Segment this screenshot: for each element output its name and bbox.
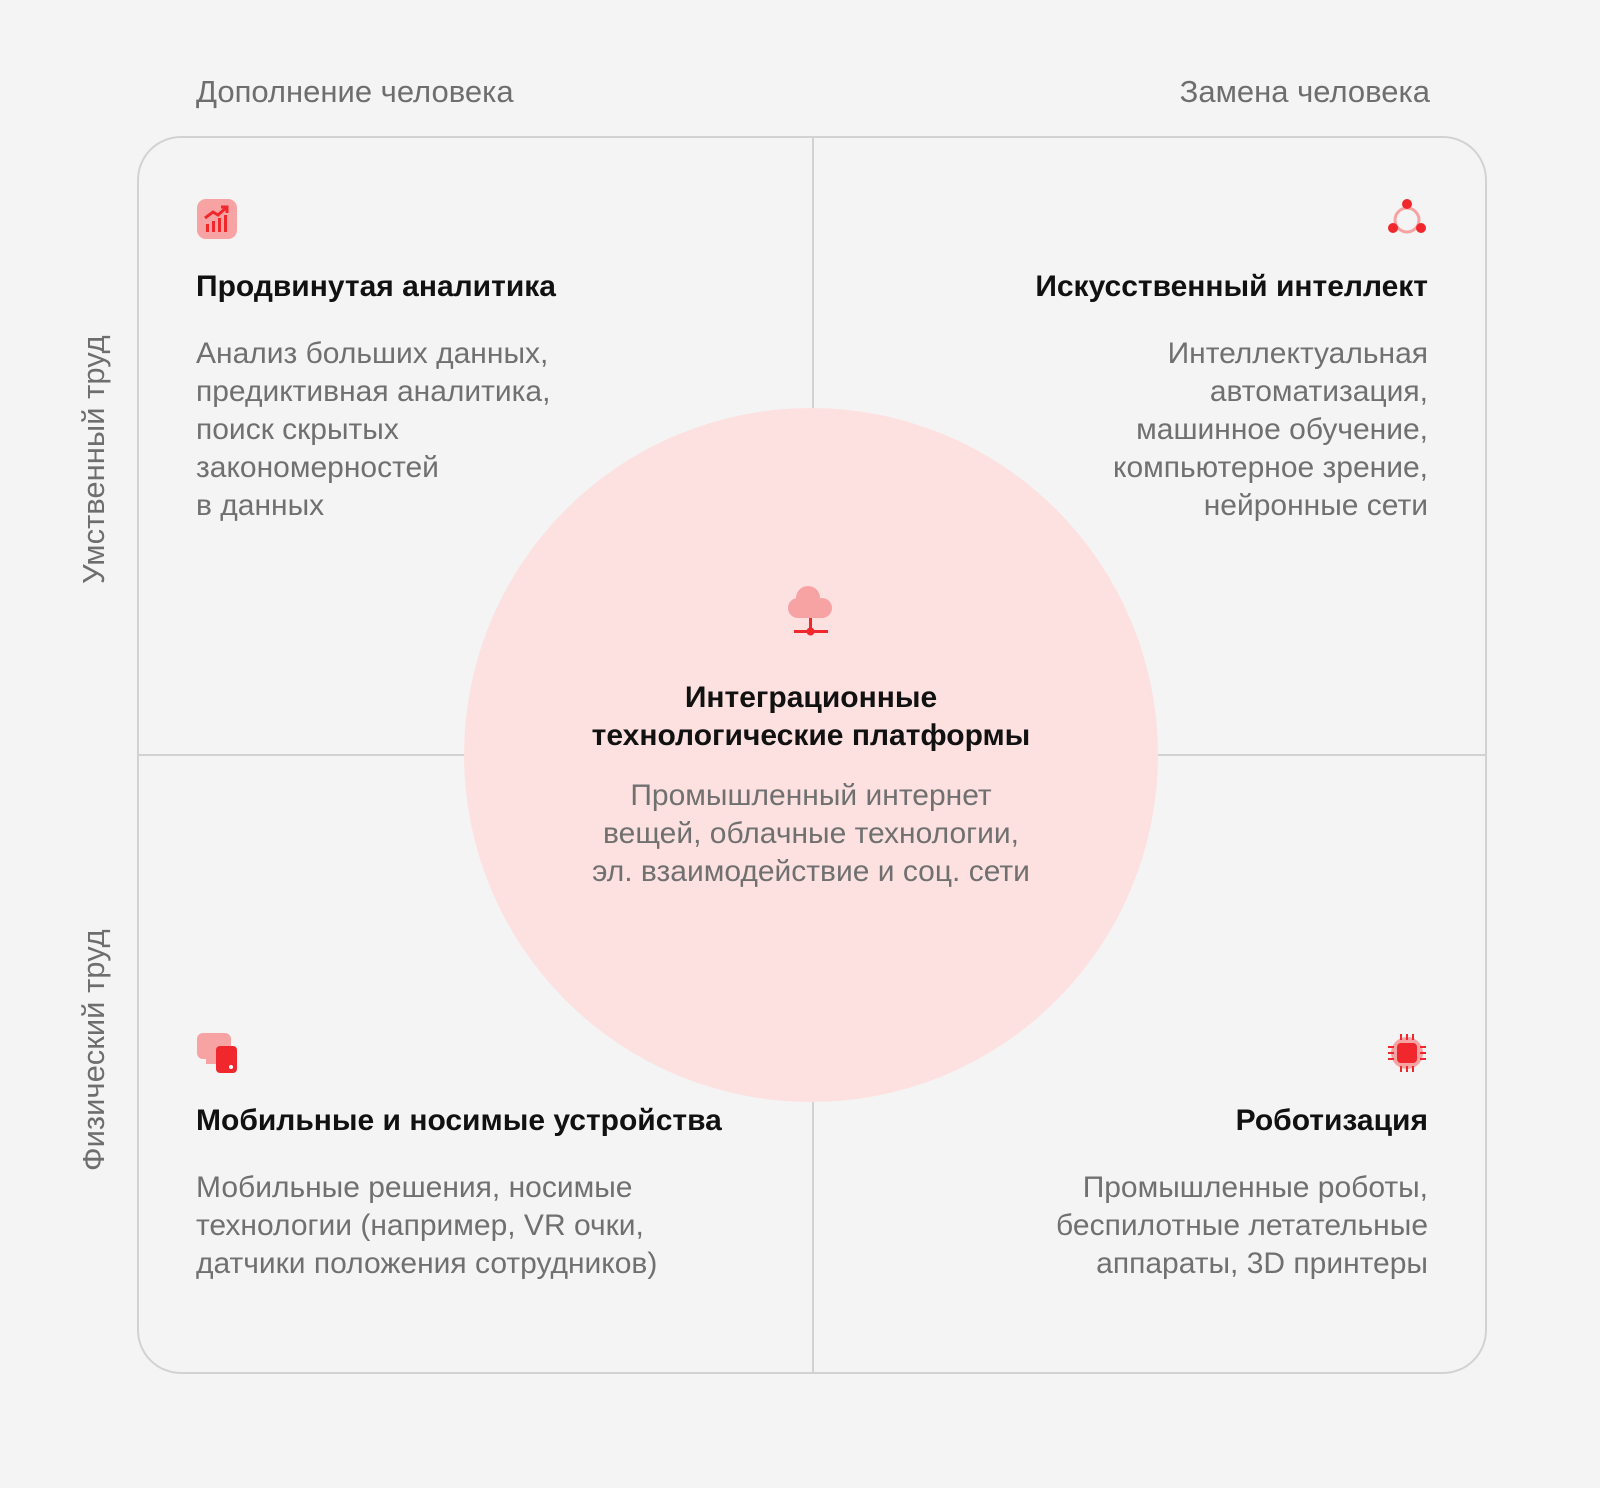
cloud-network-icon	[786, 584, 836, 640]
quadrant-mobile-wearables: Мобильные и носимые устройства Мобильные…	[196, 1032, 722, 1283]
column-header-replacement: Замена человека	[1179, 74, 1430, 109]
quadrant-artificial-intelligence: Искусственный интеллект Интеллектуальная…	[908, 198, 1428, 525]
quadrant-title: Роботизация	[1235, 1104, 1428, 1137]
quadrant-description: Анализ больших данных, предиктивная анал…	[196, 337, 551, 522]
center-integration-platforms: Интеграционные технологические платформы…	[464, 584, 1158, 891]
quadrant-title: Продвинутая аналитика	[196, 270, 556, 303]
quadrant-title: Искусственный интеллект	[1035, 270, 1428, 303]
ai-network-icon	[1386, 198, 1428, 240]
row-label-mental-work: Умственный труд	[76, 335, 111, 585]
row-label-physical-work: Физический труд	[76, 929, 111, 1171]
mobile-devices-icon	[196, 1032, 238, 1074]
analytics-chart-icon	[196, 198, 238, 240]
center-circle	[464, 408, 1158, 1102]
center-description: Промышленный интернет вещей, облачные те…	[592, 779, 1030, 888]
center-title: Интеграционные технологические платформы	[591, 681, 1031, 752]
column-header-augmentation: Дополнение человека	[196, 74, 514, 109]
robot-chip-icon	[1386, 1032, 1428, 1074]
quadrant-description: Промышленные роботы, беспилотные летател…	[1056, 1171, 1428, 1280]
quadrant-description: Интеллектуальная автоматизация, машинное…	[1113, 337, 1428, 522]
quadrant-title: Мобильные и носимые устройства	[196, 1104, 722, 1137]
quadrant-description: Мобильные решения, носимые технологии (н…	[196, 1171, 658, 1280]
quadrant-robotization: Роботизация Промышленные роботы, беспило…	[908, 1032, 1428, 1283]
quadrant-advanced-analytics: Продвинутая аналитика Анализ больших дан…	[196, 198, 716, 525]
